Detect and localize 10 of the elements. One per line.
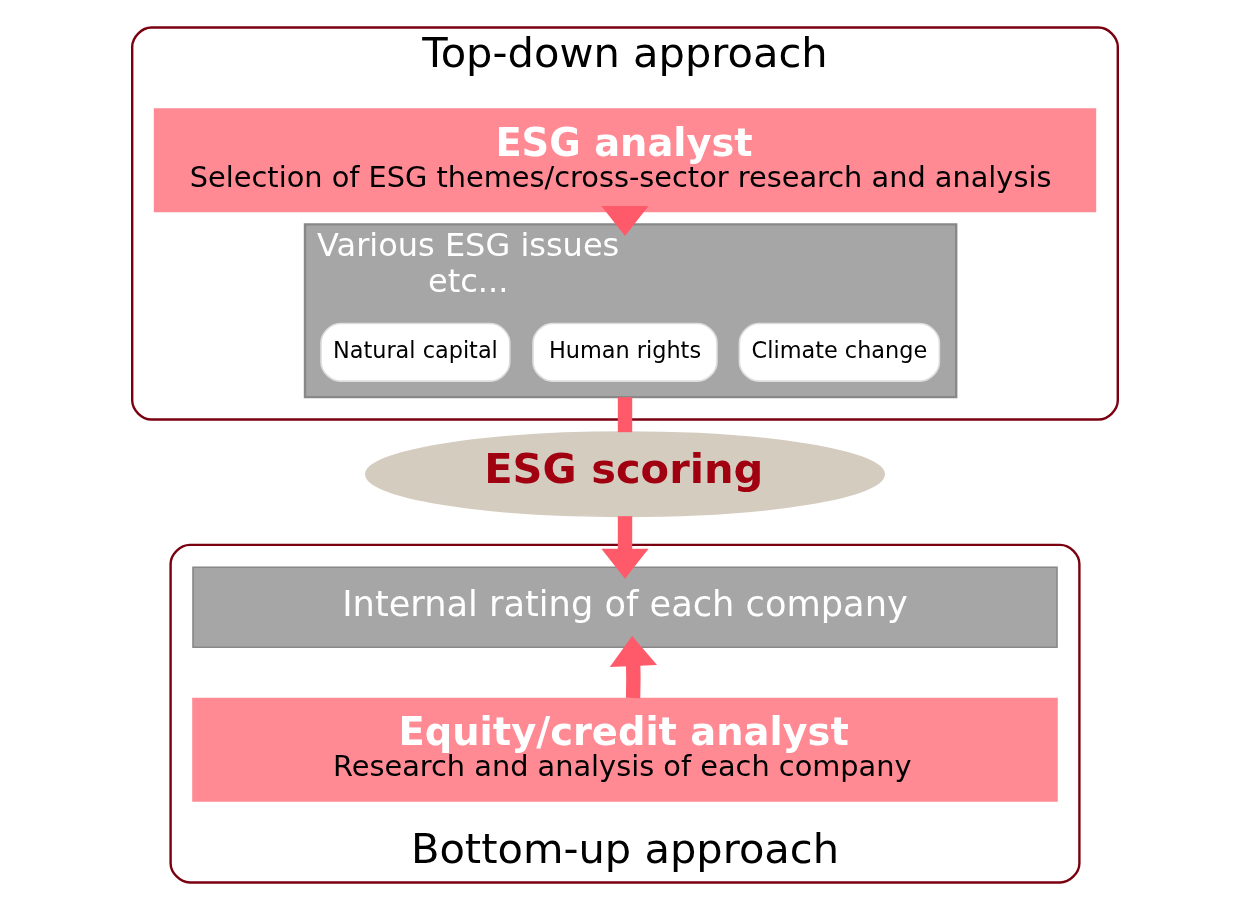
arrow [600,205,649,236]
node-ellipse: ESG scoring [364,431,885,518]
node-box: Climate change [738,322,940,382]
arrow [600,516,649,579]
arrow [609,636,657,699]
connector [617,397,632,433]
node-box: Internal rating of each company [191,566,1058,649]
node-box: Equity/credit analyst Research and analysis of each company [191,697,1058,802]
node-box: Natural capital [319,322,511,382]
node-box: Human rights [531,322,718,382]
